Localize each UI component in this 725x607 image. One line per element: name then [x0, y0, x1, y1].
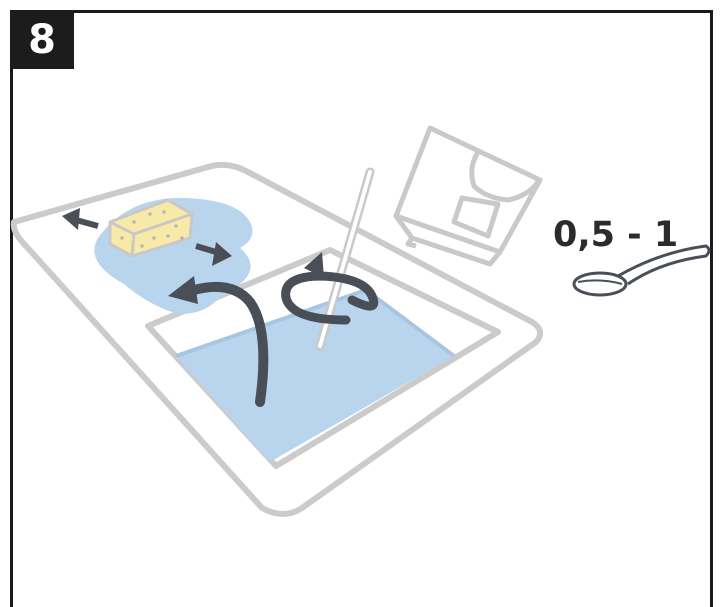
- detergent-container-icon: [396, 128, 540, 264]
- step-number-badge: 8: [10, 10, 74, 69]
- arrow-left-icon: [62, 208, 98, 230]
- dosage-label: 0,5 - 1: [553, 215, 678, 255]
